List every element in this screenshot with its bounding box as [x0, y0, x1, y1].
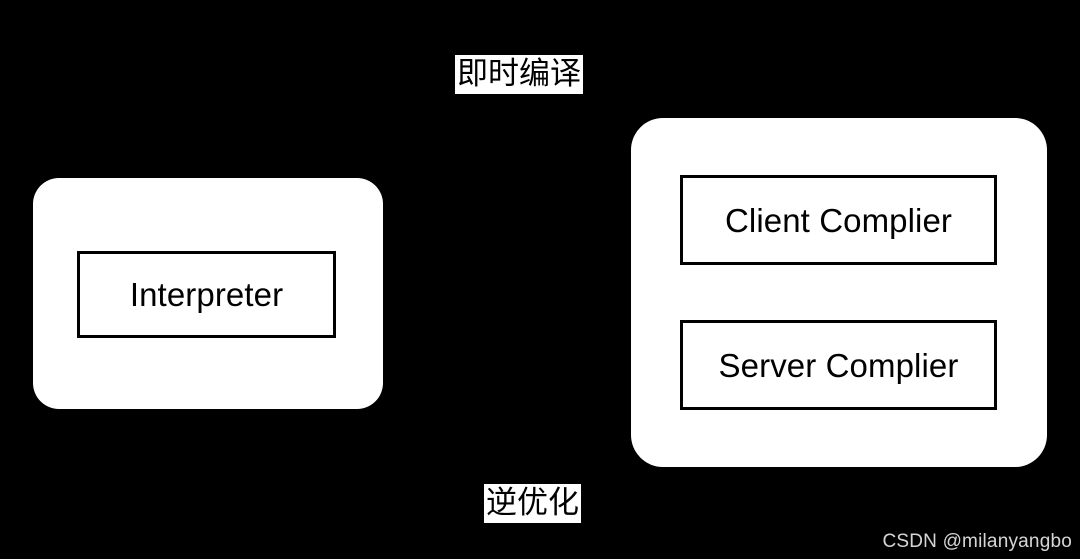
- interpreter-box-label: Interpreter: [129, 276, 284, 313]
- client-complier-box: Client Complier: [680, 175, 997, 265]
- interpreter-box: Interpreter: [77, 251, 336, 338]
- edge-label-deoptimization: 逆优化: [484, 484, 581, 523]
- server-complier-box: Server Complier: [680, 320, 997, 410]
- client-complier-box-label: Client Complier: [724, 201, 953, 239]
- server-complier-box-label: Server Complier: [718, 346, 959, 384]
- edge-label-jit-compilation: 即时编译: [455, 55, 583, 94]
- watermark: CSDN @milanyangbo: [882, 531, 1072, 552]
- jit-compiler-panel: [631, 118, 1047, 467]
